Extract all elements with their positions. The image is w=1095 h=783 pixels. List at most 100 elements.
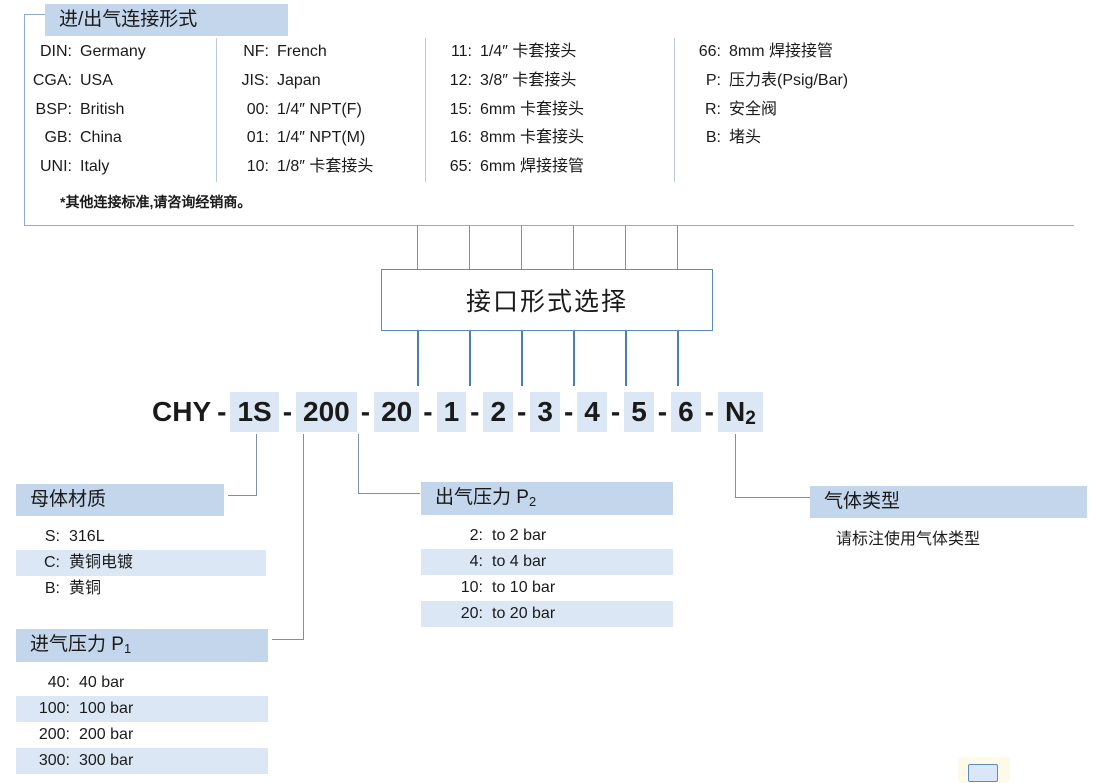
inlet-pressure-subscript: 1: [123, 641, 132, 656]
list-item: 4: to 4 bar: [421, 549, 673, 575]
item-value: 3/8″ 卡套接头: [480, 71, 577, 89]
gas-type-section: 气体类型 请标注使用气体类型: [810, 486, 1087, 553]
code-part-6: 6: [671, 392, 701, 432]
gas-type-title: 气体类型: [810, 486, 1087, 518]
list-item: 100:100 bar: [16, 696, 268, 722]
connector-line-4-top: [573, 226, 575, 269]
connection-type-note: *其他连接标准,请咨询经销商。: [60, 194, 252, 210]
code-part-prefix: CHY: [152, 396, 212, 427]
item-value: 1/8″ 卡套接头: [277, 158, 374, 176]
connector-material-v: [256, 434, 258, 496]
list-item: 200:200 bar: [16, 722, 268, 748]
item-key: BSP:: [35, 100, 72, 118]
connector-p1-h: [272, 639, 304, 641]
item-value: 300 bar: [79, 752, 134, 769]
item-value: 黄铜: [69, 580, 102, 597]
connector-line-2-top: [469, 226, 471, 269]
list-item: 15:6mm 卡套接头: [444, 96, 674, 125]
item-key: 10:: [246, 158, 269, 176]
list-item: 11:1/4″ 卡套接头: [444, 38, 674, 67]
item-value: British: [80, 100, 125, 118]
connector-line-1-bottom: [417, 331, 419, 386]
interface-selection-box: 接口形式选择: [381, 269, 713, 331]
code-dash: -: [360, 396, 371, 427]
item-key: 4:: [469, 553, 483, 570]
connection-column-standards: DIN:Germany CGA:USA BSP:British GB:China…: [26, 38, 216, 182]
list-item: 65: 6mm 焊接接管: [444, 153, 674, 182]
item-value: to 2 bar: [492, 527, 547, 544]
item-value: to 20 bar: [492, 605, 556, 622]
connector-p1-v: [303, 434, 305, 640]
item-key: 66:: [698, 43, 721, 60]
page-control-button[interactable]: [968, 764, 998, 782]
gas-type-note: 请标注使用气体类型: [836, 531, 981, 548]
inlet-pressure-title: 进气压力 P1: [16, 629, 268, 662]
item-value: 安全阀: [729, 100, 778, 118]
connector-line-4-bottom: [573, 331, 575, 386]
connection-column-accessories: 66:8mm 焊接接管 P:压力表(Psig/Bar) R:安全阀 B:堵头: [674, 38, 923, 182]
list-item: 300: 300 bar: [16, 748, 268, 774]
code-dash: -: [610, 396, 621, 427]
connector-gas-v: [735, 434, 737, 498]
item-value: 堵头: [729, 129, 762, 147]
connector-line-5-bottom: [625, 331, 627, 386]
item-value: 40 bar: [79, 674, 125, 691]
list-item: B:黄铜: [16, 576, 266, 602]
item-value: to 10 bar: [492, 579, 556, 596]
outlet-pressure-subscript: 2: [528, 494, 537, 509]
item-key: 40:: [47, 674, 70, 691]
connector-line-3-bottom: [521, 331, 523, 386]
list-item: P:压力表(Psig/Bar): [693, 67, 923, 96]
item-value: to 4 bar: [492, 553, 547, 570]
code-dash: -: [563, 396, 574, 427]
list-item: BSP: British: [26, 96, 216, 125]
model-code: CHY - 1S - 200 - 20 - 1 - 2 - 3 - 4 - 5 …: [150, 392, 763, 432]
item-key: 65:: [449, 158, 472, 176]
connector-line-1-top: [417, 226, 419, 269]
item-value: 1/4″ 卡套接头: [480, 43, 577, 60]
item-key: 01:: [246, 129, 269, 147]
list-item: R:安全阀: [693, 96, 923, 125]
list-item: 40: 40 bar: [16, 670, 268, 696]
list-item: 01: 1/4″ NPT(M): [235, 124, 425, 153]
panel-bottom-rule: [24, 225, 1074, 226]
list-item: 10: 1/8″ 卡套接头: [235, 153, 425, 182]
item-value: Japan: [277, 71, 321, 89]
item-value: China: [80, 129, 122, 147]
item-key: 300:: [38, 752, 70, 769]
item-key: B:: [705, 129, 721, 147]
code-dash: -: [423, 396, 433, 427]
list-item: GB:China: [26, 124, 216, 153]
item-key: 00:: [246, 100, 269, 118]
item-value: USA: [80, 71, 113, 89]
item-value: 1/4″ NPT(M): [277, 129, 366, 147]
list-item: JIS:Japan: [235, 67, 425, 96]
item-value: 6mm 焊接接管: [480, 158, 585, 176]
item-key: 2:: [469, 527, 483, 544]
code-dash: -: [217, 396, 227, 427]
code-gas-subscript: 2: [745, 408, 756, 429]
item-key: 100:: [38, 700, 70, 717]
item-key: 16:: [449, 129, 472, 147]
code-part-gas: N2: [718, 392, 763, 432]
list-item: 10: to 10 bar: [421, 575, 673, 601]
item-value: Italy: [80, 158, 110, 176]
connector-gas-h: [735, 497, 810, 499]
connector-p2-v: [358, 434, 360, 494]
item-key: 10:: [460, 579, 483, 596]
connection-column-ferrule: 11:1/4″ 卡套接头 12:3/8″ 卡套接头 15:6mm 卡套接头 16…: [425, 38, 674, 182]
connection-column-threads: NF:French JIS:Japan 00:1/4″ NPT(F) 01:1/…: [216, 38, 425, 182]
inlet-pressure-title-text: 进气压力 P: [30, 634, 124, 655]
connection-type-columns: DIN:Germany CGA:USA BSP:British GB:China…: [26, 38, 923, 182]
list-item: B: 堵头: [693, 124, 923, 153]
item-value: 1/4″ NPT(F): [277, 100, 362, 118]
inlet-pressure-section: 进气压力 P1 40: 40 bar 100:100 bar 200:200 ba…: [16, 629, 268, 774]
code-part-p1: 200: [296, 392, 357, 432]
list-item: 00: 1/4″ NPT(F): [235, 96, 425, 125]
material-title: 母体材质: [16, 484, 224, 516]
outlet-pressure-options: 2:to 2 bar 4:to 4 bar 10:to 10 bar 20:to…: [421, 523, 673, 627]
code-part-material: 1S: [230, 392, 279, 432]
item-key: CGA:: [32, 71, 72, 89]
code-part-1: 1: [436, 392, 467, 432]
code-part-2: 2: [483, 392, 514, 432]
